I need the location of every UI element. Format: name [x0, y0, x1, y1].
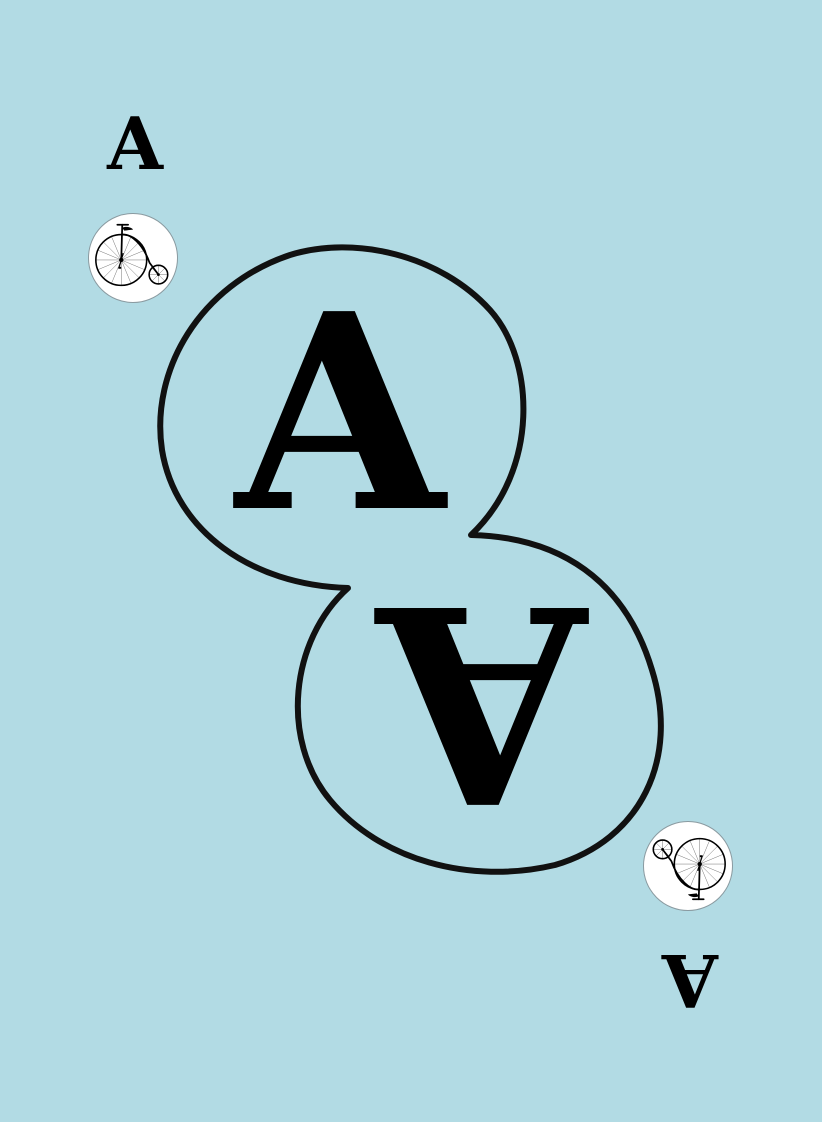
penny-farthing-bicycle-icon: [652, 837, 726, 901]
corner-badge-bottom: [643, 821, 733, 911]
center-rank-letter-upright: A: [235, 254, 445, 572]
double-circle-outline: [157, 244, 664, 875]
penny-farthing-bicycle-icon: [95, 223, 169, 287]
center-rank-letter-inverted: A: [377, 544, 587, 862]
corner-badge-top: [88, 213, 178, 303]
corner-index-bottom-right: A: [662, 938, 718, 1023]
corner-index-top-left: A: [107, 101, 163, 186]
